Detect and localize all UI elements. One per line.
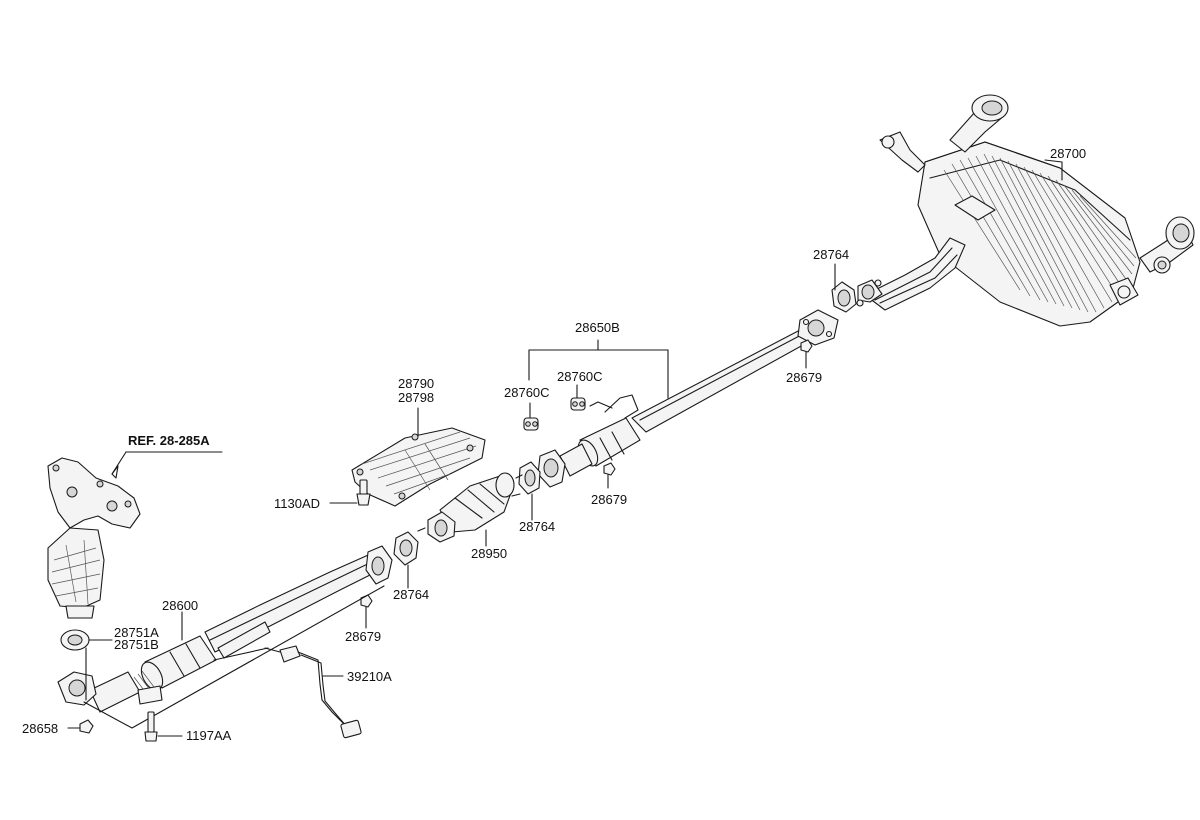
label-28751A: 28751A <box>114 625 159 640</box>
label-28700: 28700 <box>1050 146 1087 161</box>
label-1197AA: 1197AA <box>186 728 232 743</box>
heat-shield-28790 <box>351 427 486 507</box>
label-28751B: 28751B <box>114 637 159 652</box>
gasket-28764-top <box>831 281 857 313</box>
catalytic-converter-28950 <box>417 472 523 543</box>
front-pipe-28600 <box>57 545 393 729</box>
label-28679-mid: 28679 <box>591 492 628 507</box>
nut-28679-low <box>360 594 373 608</box>
bolt-1130AD <box>356 479 371 506</box>
exhaust-manifold-ref <box>47 457 141 619</box>
reference-label: REF. 28-285A <box>128 433 210 448</box>
center-pipe-28650B <box>559 309 839 477</box>
label-28658: 28658 <box>22 721 59 736</box>
oxygen-sensor-39210A <box>264 645 362 739</box>
label-28760C-a: 28760C <box>504 385 550 400</box>
nut-28658 <box>79 719 94 734</box>
label-28760C-b: 28760C <box>557 369 603 384</box>
label-39210A: 39210A <box>347 669 392 684</box>
label-28600: 28600 <box>162 598 199 613</box>
label-28790: 28790 <box>398 376 435 391</box>
gasket-28764-low <box>393 531 419 566</box>
label-28764-low: 28764 <box>393 587 430 602</box>
label-28650B: 28650B <box>575 320 620 335</box>
label-28764-mid: 28764 <box>519 519 556 534</box>
leader-lines <box>67 159 1063 737</box>
label-1130AD: 1130AD <box>274 496 321 511</box>
rubber-hanger-28760C-a <box>523 417 539 431</box>
label-28798: 28798 <box>398 390 435 405</box>
gasket-28751 <box>60 629 90 651</box>
label-28679-top: 28679 <box>786 370 823 385</box>
bolt-1197AA <box>144 711 158 742</box>
rear-muffler-28700 <box>856 94 1195 327</box>
rubber-hanger-28760C-b <box>570 397 586 411</box>
nut-28679-mid <box>603 462 616 476</box>
label-28679-low: 28679 <box>345 629 382 644</box>
nut-28679-top <box>800 339 813 353</box>
gasket-28764-mid <box>518 461 541 495</box>
label-28950: 28950 <box>471 546 508 561</box>
label-28764-top: 28764 <box>813 247 850 262</box>
